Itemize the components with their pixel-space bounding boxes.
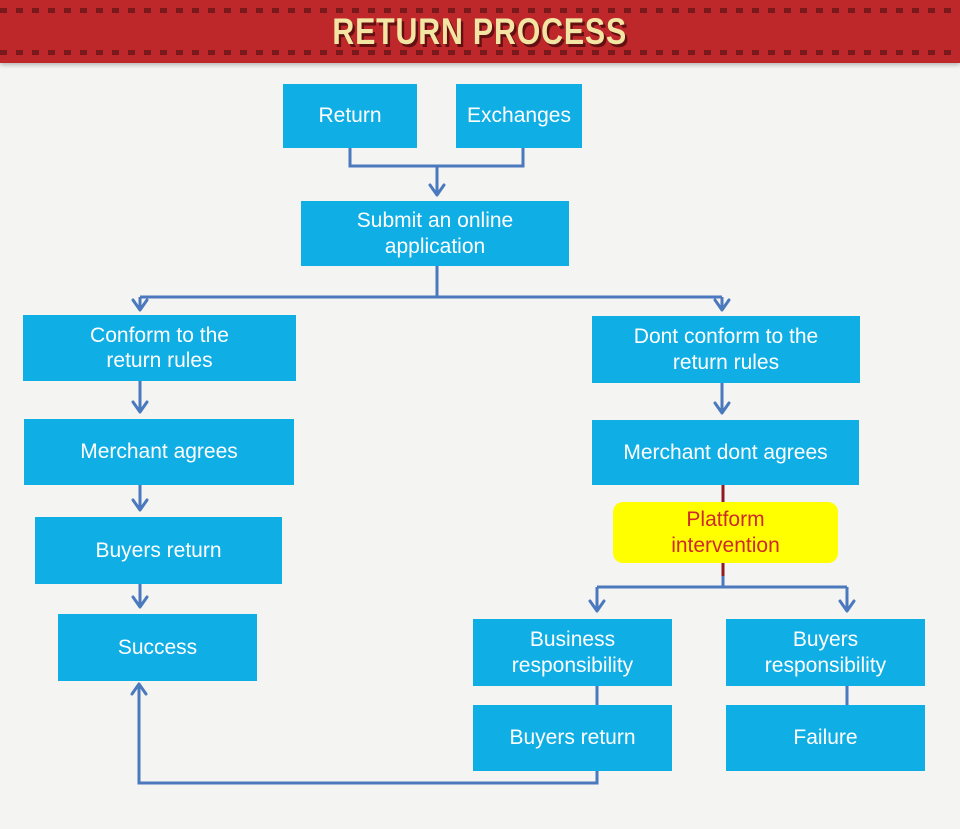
node-dont-conform-rules: Dont conform to the return rules [592, 316, 860, 383]
banner-dash-top [0, 8, 960, 13]
node-label: Failure [793, 726, 858, 750]
page-title: RETURN PROCESS [332, 10, 628, 52]
node-label: Dont conform to the return rules [633, 325, 819, 374]
node-success: Success [58, 614, 257, 681]
node-label: Buyers return [95, 538, 222, 562]
node-label: Success [117, 635, 198, 659]
node-label: Buyers return [509, 726, 636, 750]
node-return: Return [283, 84, 417, 148]
header-banner: RETURN PROCESS [0, 0, 960, 63]
node-buyers-return-right: Buyers return [473, 705, 672, 771]
node-merchant-dont-agrees: Merchant dont agrees [592, 420, 859, 485]
node-conform-rules: Conform to the return rules [23, 315, 296, 381]
node-label: Buyers responsibility [764, 628, 887, 677]
banner-dash-bottom [0, 50, 960, 55]
node-label: Platform intervention [671, 508, 780, 557]
node-label: Exchanges [467, 104, 571, 128]
node-label: Merchant dont agrees [623, 440, 828, 464]
node-buyers-responsibility: Buyers responsibility [726, 619, 925, 686]
node-label: Merchant agrees [80, 440, 238, 464]
node-label: Conform to the return rules [90, 323, 229, 372]
node-label: Return [318, 104, 382, 128]
node-label: Business responsibility [511, 628, 634, 677]
node-merchant-agrees: Merchant agrees [24, 419, 294, 485]
node-failure: Failure [726, 705, 925, 771]
node-platform-intervention: Platform intervention [613, 502, 838, 563]
node-submit-application: Submit an online application [301, 201, 569, 266]
node-business-responsibility: Business responsibility [473, 619, 672, 686]
node-exchanges: Exchanges [456, 84, 582, 148]
node-label: Submit an online application [356, 209, 514, 258]
connector-merge-top [348, 148, 525, 168]
node-buyers-return-left: Buyers return [35, 517, 282, 584]
